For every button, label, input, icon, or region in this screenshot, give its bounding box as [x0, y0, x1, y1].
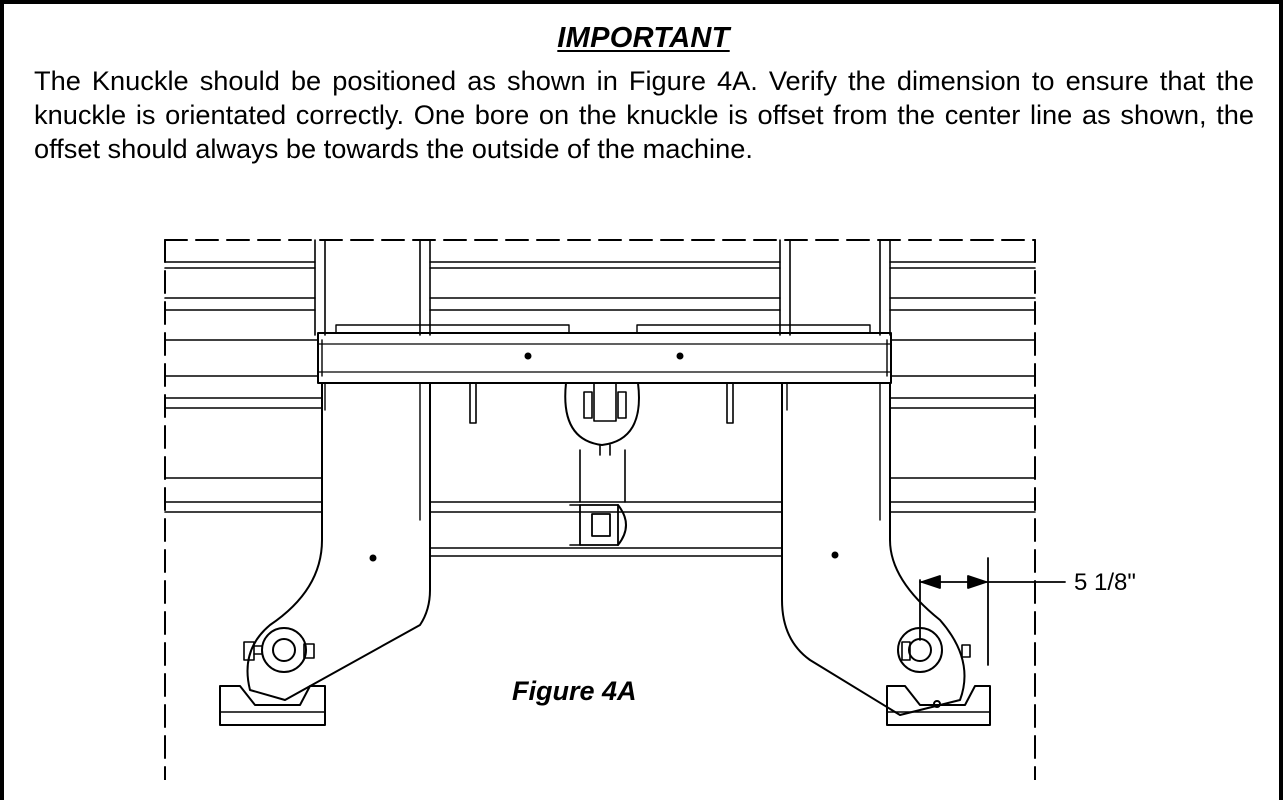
frame-side-rails	[164, 339, 1036, 377]
offset-dimension	[919, 557, 1066, 666]
right-knuckle-arm	[781, 382, 966, 716]
frame-lower-rails	[164, 397, 1036, 557]
instruction-paragraph: The Knuckle should be positioned as show…	[34, 65, 1254, 164]
figure-caption: Figure 4A	[512, 676, 637, 706]
dimension-label: 5 1/8"	[1074, 569, 1136, 596]
left-spindle-base	[219, 685, 326, 726]
figure-4a-drawing: 5 1/8" Figure 4A	[164, 239, 1136, 780]
center-hitch	[564, 382, 640, 546]
left-knuckle-bore	[243, 627, 315, 673]
left-knuckle-arm	[246, 382, 431, 701]
right-spindle-base	[886, 685, 991, 726]
important-heading: IMPORTANT	[557, 22, 730, 54]
frame-top-rails	[164, 239, 1036, 336]
beam-brackets	[469, 382, 734, 424]
main-cross-beam	[317, 324, 892, 384]
